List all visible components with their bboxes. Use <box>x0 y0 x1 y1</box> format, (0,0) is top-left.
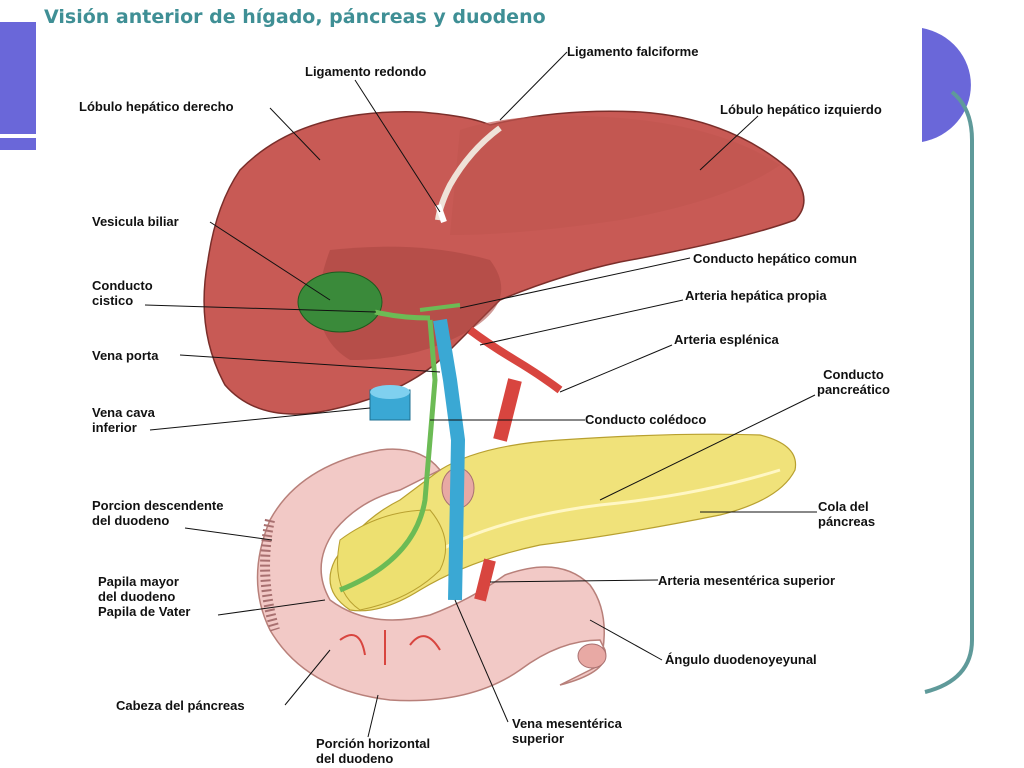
accent-bar-left <box>0 22 36 134</box>
label-arteria-esplenica: Arteria esplénica <box>674 332 779 347</box>
hepatic-duct <box>419 303 461 312</box>
liver-underside <box>318 246 502 360</box>
label-conducto-cistico: Conducto cistico <box>92 278 153 308</box>
superior-mesenteric-artery <box>474 558 496 602</box>
label-cabeza-pancreas: Cabeza del páncreas <box>116 698 245 713</box>
label-lobulo-derecho: Lóbulo hepático derecho <box>79 99 234 114</box>
label-lobulo-izquierdo: Lóbulo hepático izquierdo <box>720 102 882 117</box>
portal-vein <box>433 318 466 601</box>
label-ligamento-falciforme: Ligamento falciforme <box>567 44 699 59</box>
label-conducto-pancreatico: Conducto pancreático <box>817 367 890 397</box>
page-title: Visión anterior de hígado, páncreas y du… <box>44 6 546 28</box>
label-cola-pancreas: Cola del páncreas <box>818 499 876 529</box>
leader-lines <box>144 51 817 738</box>
hepatic-artery <box>467 326 563 394</box>
round-ligament <box>435 204 447 223</box>
ivc-opening <box>370 385 410 399</box>
label-arteria-mesenterica-superior: Arteria mesentérica superior <box>658 573 836 588</box>
label-angulo-duodenoyeyunal: Ángulo duodenoyeyunal <box>665 652 817 667</box>
label-vesicula-biliar: Vesicula biliar <box>92 214 179 229</box>
label-porcion-horizontal: Porción horizontal del duodeno <box>316 736 431 766</box>
aorta-celiac <box>493 378 522 442</box>
label-vena-mesenterica-superior: Vena mesentérica superior <box>512 716 622 746</box>
label-ligamento-redondo: Ligamento redondo <box>305 64 427 79</box>
liver-left-lobe-fold <box>450 115 780 235</box>
pancreaticoduodenal-arteries <box>339 630 441 665</box>
cystic-duct <box>374 309 431 321</box>
bile-duct <box>339 319 438 593</box>
label-porcion-descendente: Porcion descendente del duodeno <box>92 498 224 528</box>
jejunum-opening <box>577 643 607 669</box>
accent-frame-right <box>924 90 974 694</box>
label-papila-mayor: Papila mayor del duodeno Papila de Vater <box>98 574 191 619</box>
label-vena-porta: Vena porta <box>92 348 159 363</box>
duodenum-folds <box>260 518 280 632</box>
label-arteria-hepatica-propia: Arteria hepática propia <box>685 288 827 303</box>
label-vena-cava-inferior: Vena cava inferior <box>92 405 155 435</box>
gallbladder <box>297 271 383 333</box>
label-conducto-hepatico-comun: Conducto hepático comun <box>693 251 857 266</box>
accent-bar-left-small <box>0 138 36 150</box>
accent-circle-right <box>922 28 971 142</box>
label-conducto-coledoco: Conducto colédoco <box>585 412 707 427</box>
